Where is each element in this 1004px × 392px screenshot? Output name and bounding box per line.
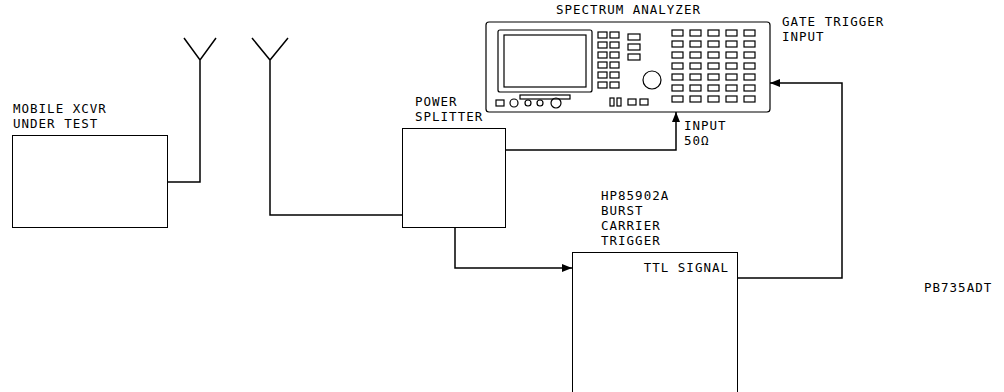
transceiver-box: MOBILE XCVR UNDER TEST [12, 135, 168, 228]
node-heading: SPECTRUM ANALYZER [556, 2, 716, 17]
spectrum-analyzer-drawing [486, 22, 770, 112]
node-heading: HP85902A BURST CARRIER TRIGGER [601, 188, 685, 248]
node-heading: MOBILE XCVR UNDER TEST [13, 101, 117, 131]
antenna [252, 38, 402, 215]
signal-connector [506, 112, 676, 150]
node-heading: POWER SPLITTER [415, 94, 499, 124]
power-splitter-box: POWER SPLITTER [402, 128, 506, 228]
signal-connector [738, 83, 842, 278]
port-label: GATE TRIGGER INPUT [782, 14, 892, 44]
spectrum-analyzer: SPECTRUM ANALYZER [486, 22, 770, 112]
signal-name: TTL SIGNAL [643, 260, 730, 275]
signal-connector [455, 228, 572, 268]
figure-id: PB735ADT [924, 280, 1000, 295]
antenna [168, 38, 216, 182]
port-label: INPUT 50Ω [684, 118, 744, 148]
